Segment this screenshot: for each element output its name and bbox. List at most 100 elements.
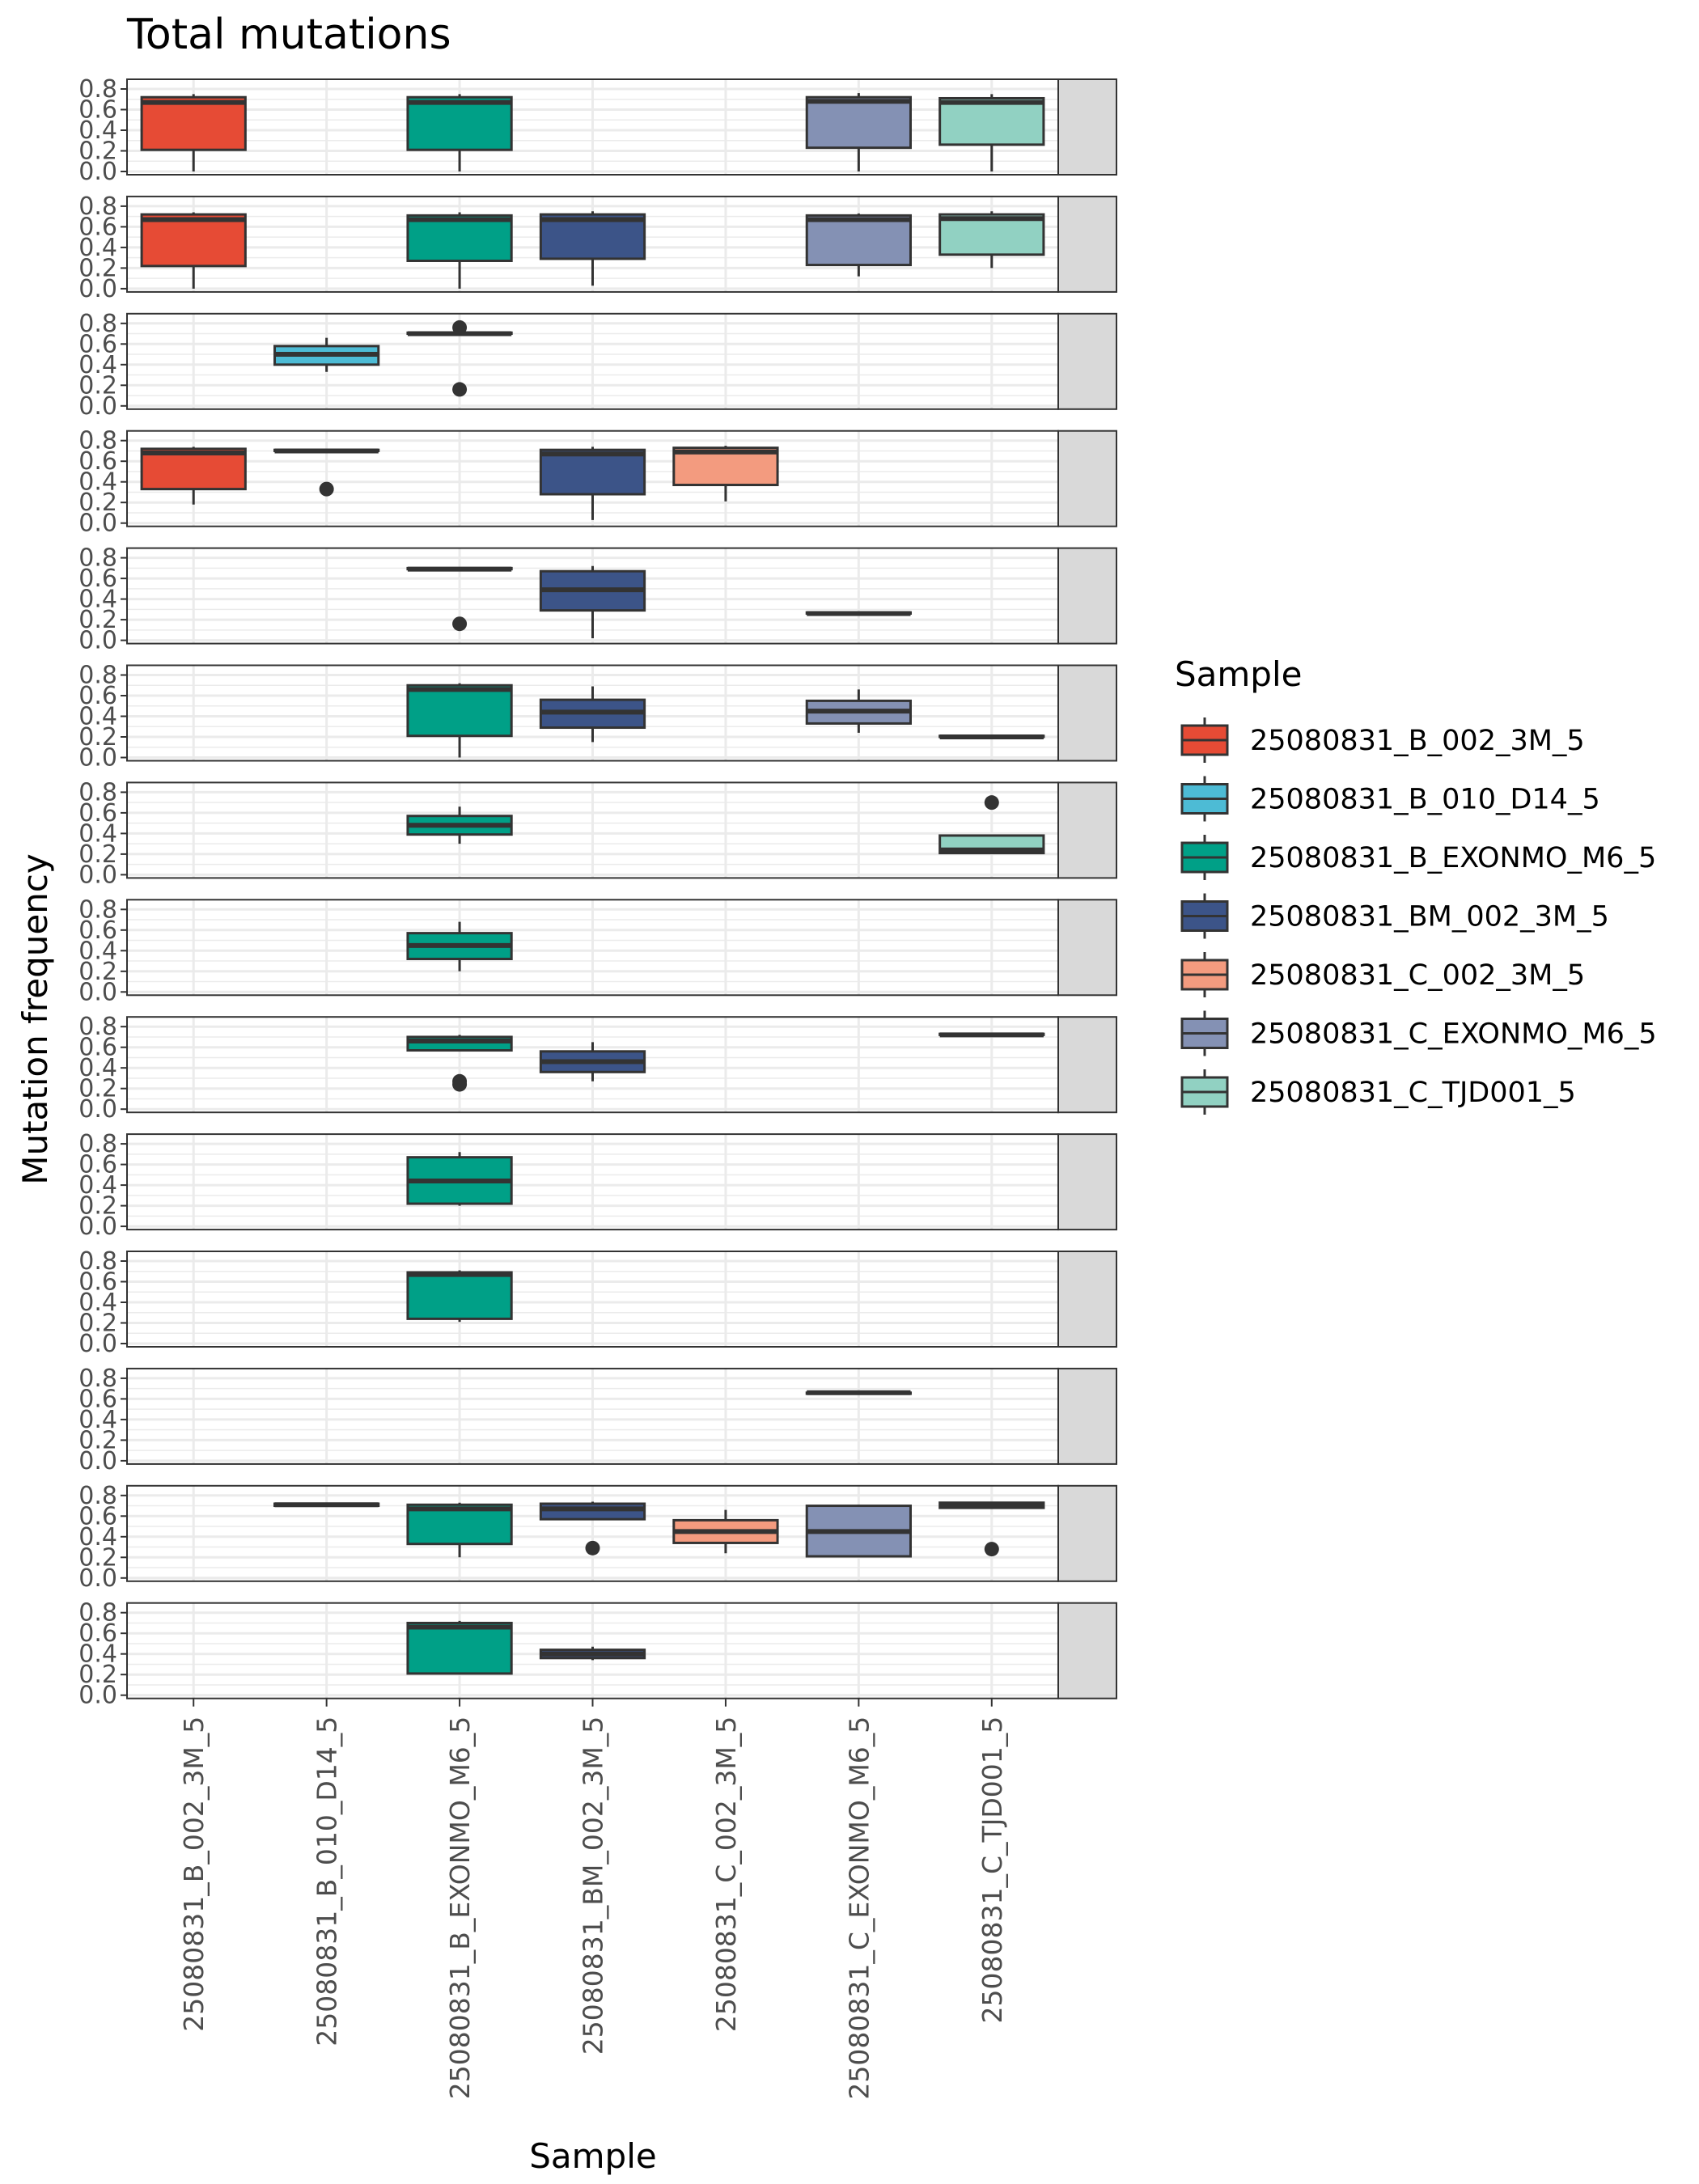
facet-boxes [406,921,513,971]
y-tick-label: 0.8 [78,1482,117,1510]
y-tick-label: 0.6 [78,682,117,710]
legend: Sample 25080831_B_002_3M_525080831_B_010… [1175,654,1657,1115]
x-axis-title: Sample [529,2136,656,2176]
box-25080831_C_TJD001_5 [938,1501,1045,1557]
facet-boxes [273,1501,1045,1558]
y-tick-label: 0.4 [78,1054,117,1082]
box-25080831_B_EXONMO_M6_5 [406,1152,513,1206]
y-tick-label: 0.4 [78,1640,117,1669]
y-tick-label: 0.2 [78,1543,117,1572]
y-tick-label: 0.4 [78,703,117,731]
box-25080831_BM_002_3M_5 [539,1501,646,1555]
facet-panel: 0.00.20.40.60.8Mono_cd16 [78,1130,1117,1241]
y-tick-label: 0.4 [78,116,117,145]
legend-item: 25080831_BM_002_3M_5 [1180,893,1609,939]
y-tick-label: 0.2 [78,371,117,400]
legend-item: 25080831_C_TJD001_5 [1180,1069,1576,1115]
y-tick-label: 0.8 [78,1247,117,1276]
box-25080831_C_EXONMO_M6_5 [805,1505,912,1558]
x-tick-label: 25080831_B_002_3M_5 [178,1716,210,2032]
facet-panel: 0.00.20.40.60.8BC [78,75,1117,186]
box-25080831_C_TJD001_5 [938,1032,1045,1038]
y-tick-label: 0.8 [78,544,117,573]
facet-panel: 0.00.20.40.60.8unknown [78,1599,1117,1710]
legend-label: 25080831_C_EXONMO_M6_5 [1250,1018,1657,1051]
facet-panel: 0.00.20.40.60.8Megakaryocyte [78,895,1117,1006]
legend-label: 25080831_BM_002_3M_5 [1250,901,1609,933]
y-tick-label: 0.6 [78,799,117,827]
outlier-point [452,382,468,397]
facet-strip [1057,899,1117,997]
facet-boxes [140,93,1045,171]
y-tick-label: 0.0 [78,1095,117,1124]
y-tick-label: 0.6 [78,1619,117,1648]
y-tick-label: 0.8 [78,778,117,806]
facet-strip [1057,78,1117,176]
box-25080831_B_EXONMO_M6_5 [406,320,513,397]
y-tick-label: 0.8 [78,1013,117,1041]
y-tick-label: 0.0 [78,978,117,1006]
facet-strip [1057,1484,1117,1582]
x-tick-label: 25080831_C_TJD001_5 [977,1716,1008,2024]
box-25080831_C_EXONMO_M6_5 [805,93,912,171]
box-body [805,214,912,267]
facet-strip [1057,1251,1117,1348]
box-body [938,213,1045,256]
facet-strip [1057,312,1117,410]
y-tick-label: 0.4 [78,1523,117,1551]
y-tick-label: 0.2 [78,606,117,634]
x-tick-label: 25080831_B_010_D14_5 [311,1716,343,2046]
y-tick-label: 0.2 [78,840,117,869]
box-25080831_B_EXONMO_M6_5 [406,1502,513,1558]
box-25080831_BM_002_3M_5 [539,1646,646,1661]
y-tick-label: 0.8 [78,193,117,221]
y-tick-label: 0.4 [78,586,117,614]
chart-title: Total mutations [126,11,451,59]
y-tick-label: 0.0 [78,392,117,421]
facet-strip [1057,781,1117,879]
box-25080831_C_TJD001_5 [938,795,1045,855]
legend-label: 25080831_B_EXONMO_M6_5 [1250,842,1656,874]
box-25080831_B_010_D14_5 [273,337,380,372]
box-25080831_B_002_3M_5 [140,447,247,505]
box-25080831_B_EXONMO_M6_5 [406,212,513,289]
box-25080831_B_EXONMO_M6_5 [406,806,513,844]
box-25080831_C_EXONMO_M6_5 [805,611,912,616]
box-body [539,448,646,496]
box-body [140,95,247,151]
legend-label: 25080831_B_002_3M_5 [1250,725,1585,757]
y-tick-label: 0.0 [78,275,117,303]
y-tick-label: 0.6 [78,447,117,476]
box-body [406,214,513,262]
y-tick-label: 0.4 [78,234,117,262]
legend-item: 25080831_B_002_3M_5 [1180,717,1585,763]
box-25080831_C_002_3M_5 [672,446,779,502]
y-tick-label: 0.0 [78,1213,117,1241]
box-25080831_C_TJD001_5 [938,734,1045,739]
y-tick-label: 0.0 [78,1447,117,1475]
box-25080831_B_002_3M_5 [140,94,247,171]
box-body [140,447,247,491]
y-tick-label: 0.0 [78,158,117,186]
facet-panel: 0.00.20.40.60.8Hsc [78,662,1117,772]
facet-boxes [406,795,1045,855]
y-tick-label: 0.4 [78,1406,117,1434]
box-body [805,95,912,150]
box-25080831_B_EXONMO_M6_5 [406,921,513,971]
facet-strip [1057,430,1117,527]
y-tick-label: 0.0 [78,1682,117,1710]
box-25080831_BM_002_3M_5 [539,565,646,639]
outlier-point [452,320,468,335]
facet-panel: 0.00.20.40.60.8Ery [78,427,1117,538]
legend-title: Sample [1175,654,1302,694]
box-body [539,1502,646,1521]
facet-boxes [406,1620,646,1675]
y-tick-label: 0.2 [78,1661,117,1689]
y-tick-label: 0.4 [78,468,117,497]
legend-label: 25080831_C_TJD001_5 [1250,1077,1576,1109]
box-body [406,1621,513,1675]
y-tick-label: 0.8 [78,1365,117,1393]
x-tick-label: 25080831_BM_002_3M_5 [578,1716,609,2055]
box-25080831_C_EXONMO_M6_5 [805,689,912,733]
y-tick-label: 0.0 [78,510,117,538]
